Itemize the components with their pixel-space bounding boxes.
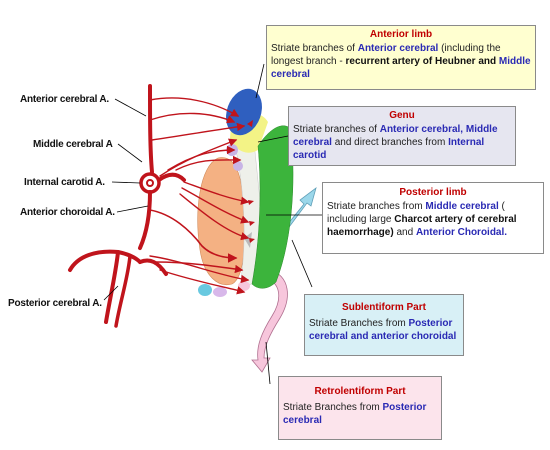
text-anterior-limb: Striate branches of Anterior cerebral (i… [267, 42, 535, 81]
label-middle-cerebral: Middle cerebral A [33, 139, 113, 150]
label-leaders-left [104, 99, 148, 300]
label-internal-carotid: Internal carotid A. [24, 177, 105, 188]
title-posterior-limb: Posterior limb [323, 186, 543, 199]
box-posterior-limb: Posterior limb Striate branches from Mid… [322, 182, 544, 254]
text-genu: Striate branches of Anterior cerebral, M… [289, 123, 515, 162]
text-sublentiform: Striate Branches from Posterior cerebral… [305, 317, 463, 343]
sublentiform-node [198, 284, 212, 296]
text-retrolentiform: Striate Branches from Posterior cerebral [279, 401, 441, 427]
label-posterior-cerebral: Posterior cerebral A. [8, 298, 102, 309]
choroid-node [213, 287, 227, 297]
box-anterior-limb: Anterior limb Striate branches of Anteri… [266, 25, 536, 90]
title-anterior-limb: Anterior limb [267, 28, 535, 41]
box-retrolentiform: Retrolentiform Part Striate Branches fro… [278, 376, 442, 440]
label-anterior-cerebral: Anterior cerebral A. [20, 94, 109, 105]
title-retrolentiform: Retrolentiform Part [279, 385, 441, 398]
box-genu: Genu Striate branches of Anterior cerebr… [288, 106, 516, 166]
genu-lilac-node-2 [233, 161, 243, 171]
title-sublentiform: Sublentiform Part [305, 301, 463, 314]
box-sublentiform: Sublentiform Part Striate Branches from … [304, 294, 464, 356]
title-genu: Genu [289, 109, 515, 122]
text-posterior-limb: Striate branches from Middle cerebral ( … [323, 200, 543, 239]
retrolentiform-node [238, 281, 250, 291]
label-anterior-choroidal: Anterior choroidal A. [20, 207, 115, 218]
